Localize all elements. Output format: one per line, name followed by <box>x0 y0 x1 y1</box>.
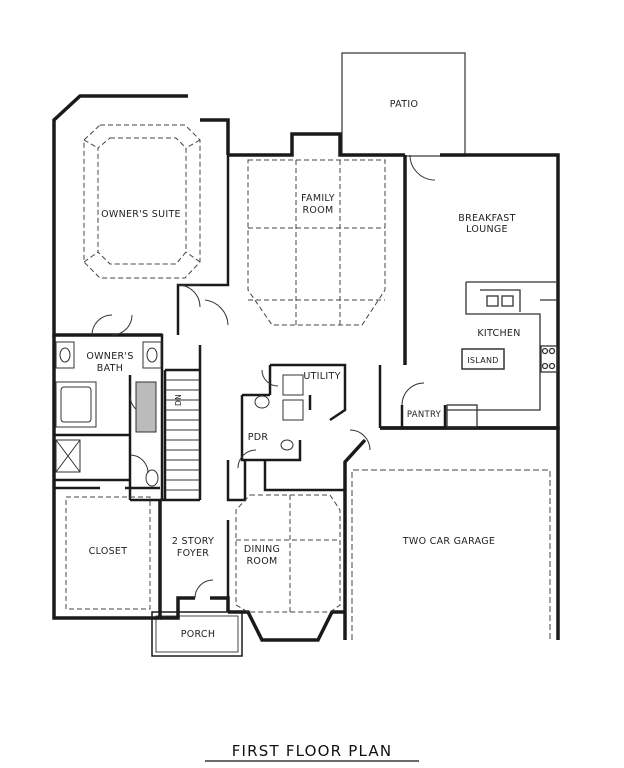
closet-shelving <box>65 496 151 610</box>
kitchen-counters <box>445 281 558 428</box>
suite-tray-ceiling <box>83 124 201 279</box>
label-breakfast-1: BREAKFAST <box>458 213 515 224</box>
garage-door-lines <box>351 469 551 640</box>
label-stair-dn: DN <box>174 394 183 406</box>
label-patio: PATIO <box>390 99 418 110</box>
interior-walls <box>54 155 447 598</box>
label-family-room-2: ROOM <box>303 205 334 216</box>
bath-fixtures <box>55 341 162 487</box>
stair-treads <box>165 379 200 491</box>
label-utility: UTILITY <box>303 371 340 382</box>
label-dining-1: DINING <box>244 544 280 555</box>
porch <box>151 611 243 657</box>
label-dining-2: ROOM <box>247 556 278 567</box>
label-pantry: PANTRY <box>407 410 442 420</box>
family-coffered-ceiling <box>247 159 386 326</box>
label-family-room-1: FAMILY <box>301 193 335 204</box>
label-foyer-1: 2 STORY <box>172 536 214 547</box>
plan-title: FIRST FLOOR PLAN <box>232 742 393 760</box>
label-porch: PORCH <box>181 629 216 640</box>
label-breakfast-2: LOUNGE <box>466 224 508 235</box>
label-closet: CLOSET <box>89 546 128 557</box>
label-owners-bath-2: BATH <box>97 363 123 374</box>
label-foyer-2: FOYER <box>177 548 209 559</box>
label-pdr: PDR <box>248 432 269 443</box>
door-swings <box>91 154 436 599</box>
utility-fixtures <box>254 374 304 451</box>
outer-walls <box>52 94 560 642</box>
dining-coffered-ceiling <box>235 494 341 613</box>
label-owners-suite: OWNER'S SUITE <box>101 209 181 220</box>
label-owners-bath-1: OWNER'S <box>86 351 133 362</box>
kitchen-island <box>461 348 505 370</box>
label-island: ISLAND <box>467 356 499 365</box>
label-kitchen: KITCHEN <box>477 328 520 339</box>
label-garage: TWO CAR GARAGE <box>402 536 495 547</box>
